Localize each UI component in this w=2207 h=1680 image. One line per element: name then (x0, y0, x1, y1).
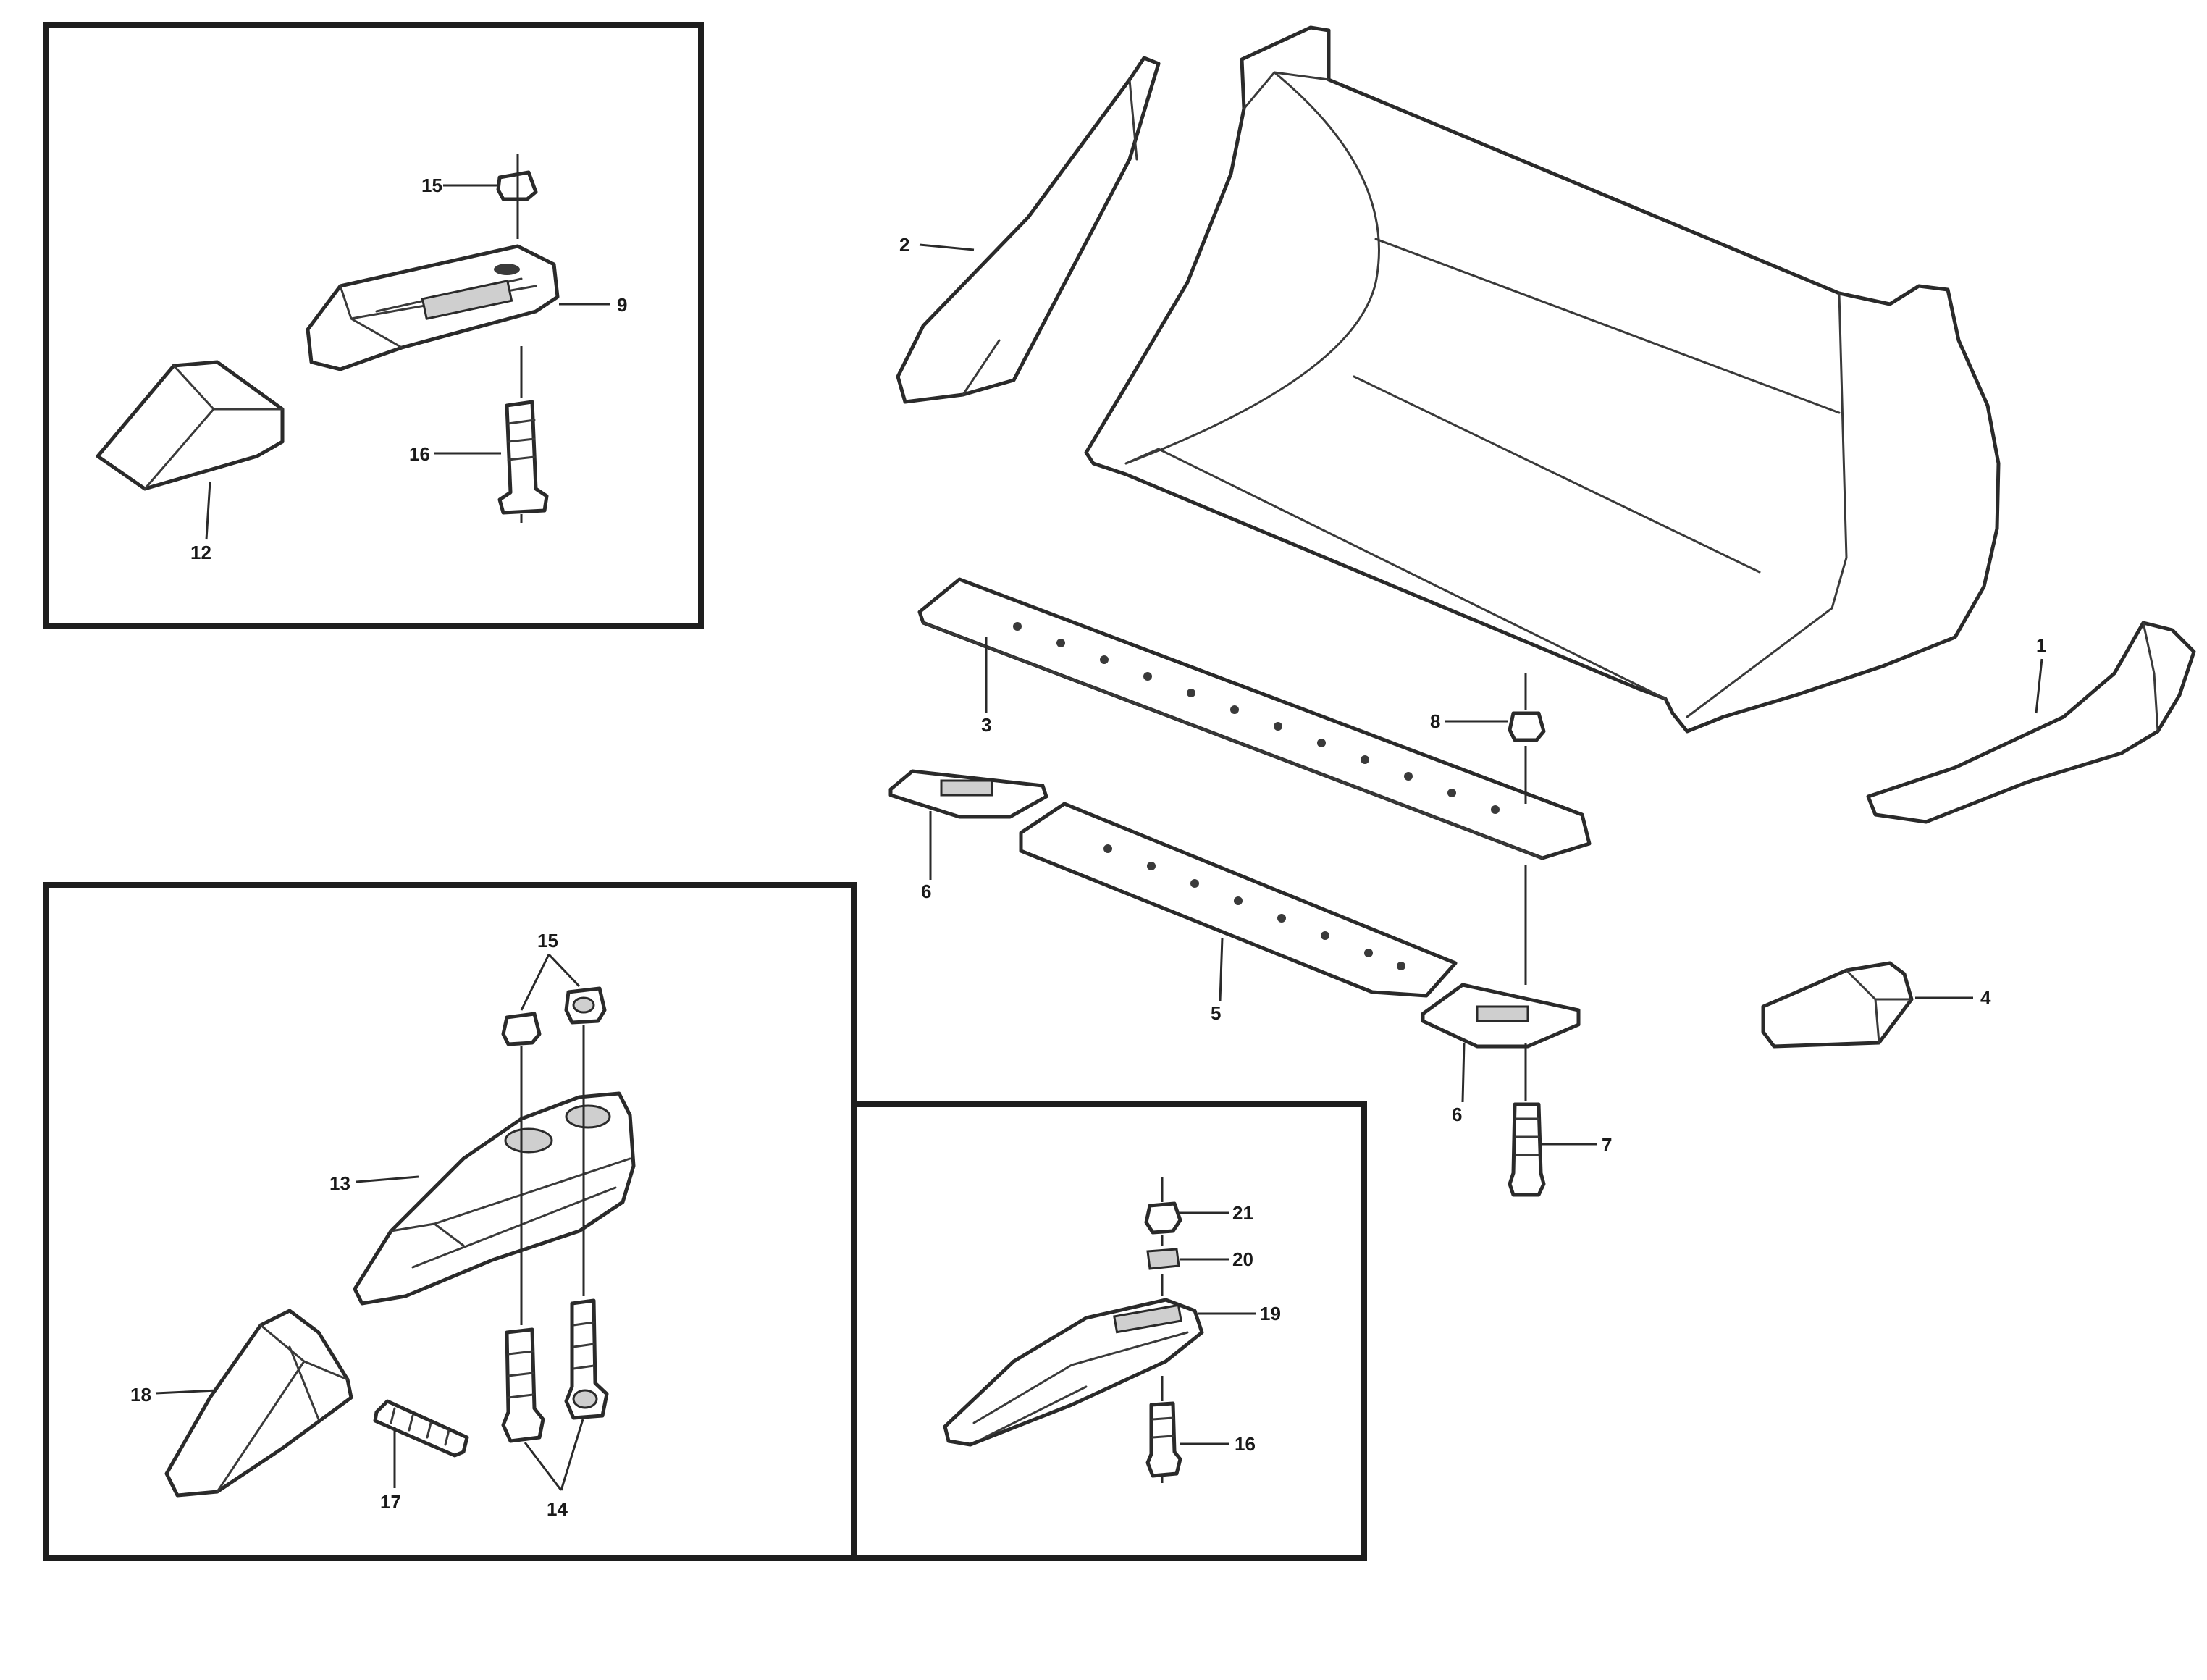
tooth-system-large (164, 986, 636, 1498)
cutting-edge (917, 577, 1592, 860)
tooth-point (164, 1309, 353, 1498)
callout-18: 18 (130, 1384, 218, 1406)
callout-label: 3 (981, 714, 991, 736)
callout-label: 8 (1430, 710, 1440, 732)
wear-segment-left (888, 769, 1048, 819)
callout-label: 17 (380, 1491, 401, 1513)
nut (1508, 711, 1546, 742)
tooth-adapter-group (96, 154, 560, 523)
retainer-pin (373, 1399, 469, 1458)
callout-2: 2 (899, 234, 975, 256)
bolt (1145, 1401, 1182, 1478)
washer (1146, 1248, 1180, 1270)
tooth (1761, 961, 1914, 1049)
callout-label: 1 (2036, 634, 2046, 656)
callout-19: 19 (1198, 1303, 1281, 1324)
callout-20: 20 (1180, 1248, 1253, 1270)
callout-label: 6 (1452, 1104, 1462, 1125)
adapter (943, 1298, 1204, 1447)
callout-14: 14 (524, 1419, 584, 1520)
callout-1: 1 (2035, 634, 2046, 714)
callout-label: 6 (921, 881, 931, 902)
callout-15-bottom: 15 (520, 930, 581, 1011)
side-cutter-left (896, 56, 1161, 404)
callout-17: 17 (380, 1427, 401, 1513)
callout-16: 16 (409, 443, 501, 465)
bolt (564, 1298, 609, 1420)
callout-label: 12 (190, 542, 211, 563)
side-cutter-right (1866, 621, 2196, 824)
callout-6-right: 6 (1452, 1042, 1466, 1125)
callout-3: 3 (981, 637, 991, 736)
callout-label: 21 (1232, 1202, 1253, 1224)
tooth-tip (96, 360, 285, 491)
callout-6-left: 6 (921, 811, 932, 902)
callout-label: 15 (421, 175, 442, 196)
adapter (353, 1091, 636, 1306)
callout-label: 7 (1602, 1134, 1612, 1156)
bucket-shell (1084, 25, 2001, 734)
callout-label: 13 (329, 1172, 350, 1194)
callout-16-small: 16 (1180, 1433, 1256, 1455)
wear-segment-right (1421, 983, 1581, 1049)
bolt (1508, 1102, 1546, 1197)
callout-5: 5 (1211, 937, 1224, 1024)
detail-box-tooth-system-small (851, 1101, 1367, 1561)
callout-4: 4 (1915, 987, 1991, 1009)
callout-8: 8 (1430, 710, 1508, 732)
callout-label: 20 (1232, 1248, 1253, 1270)
callout-label: 5 (1211, 1002, 1221, 1024)
detail-box-tooth-adapter (43, 22, 704, 629)
callout-21: 21 (1180, 1202, 1253, 1224)
segment-plate (1019, 802, 1458, 998)
tooth-system-small (943, 1177, 1204, 1483)
callout-12: 12 (190, 481, 211, 563)
callout-label: 14 (547, 1498, 568, 1520)
nut (1144, 1201, 1182, 1235)
bolt (501, 1327, 545, 1443)
callout-label: 18 (130, 1384, 151, 1406)
callout-label: 16 (1235, 1433, 1256, 1455)
callout-7: 7 (1542, 1134, 1612, 1156)
callout-9: 9 (559, 294, 627, 316)
callout-15-top: 15 (421, 175, 498, 196)
bucket (1084, 25, 2001, 734)
nut-and-bolt-stack (1508, 673, 1546, 1197)
callout-label: 4 (1980, 987, 1991, 1009)
callout-label: 2 (899, 234, 909, 256)
callout-label: 9 (617, 294, 627, 316)
callout-label: 16 (409, 443, 430, 465)
nut (501, 1012, 542, 1046)
callout-label: 19 (1260, 1303, 1281, 1324)
callout-label: 15 (537, 930, 558, 952)
callout-13: 13 (329, 1172, 419, 1194)
